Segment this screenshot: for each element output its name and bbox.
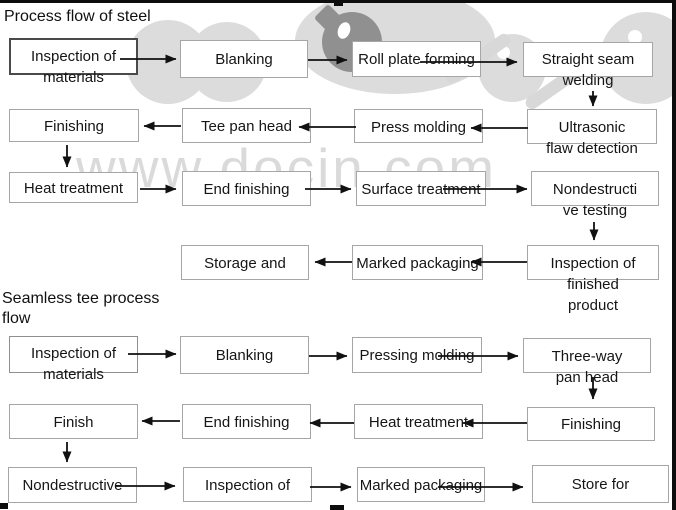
page-edge-bottom-mid-tick	[330, 505, 344, 510]
section2-title: Seamless tee process flow	[2, 290, 160, 327]
s1-box-ultrasonic-flaw-detection: Ultrasonic flaw detection	[527, 109, 657, 157]
page-edge-right	[672, 0, 676, 510]
s1-box-surface-treatment: Surface treatment	[356, 171, 486, 206]
s1-box-roll-plate-forming: Roll plate forming	[352, 41, 481, 77]
page-edge-top-notch	[334, 0, 343, 6]
s1-box-straight-seam-welding: Straight seam welding	[523, 42, 653, 89]
s1-box-inspection-of-finished-product: Inspection of finished product	[527, 245, 659, 314]
page-edge-bottom-left-tick	[0, 503, 8, 509]
s2-box-finishing: Finishing	[527, 407, 655, 441]
s2-box-end-finishing: End finishing	[182, 404, 311, 439]
s1-box-marked-packaging: Marked packaging	[352, 245, 483, 280]
s2-box-heat-treatment: Heat treatment	[354, 404, 483, 439]
s1-box-inspection-of-materials: Inspection of materials	[9, 38, 138, 86]
watermark-circle-highlight	[628, 30, 642, 44]
s1-box-heat-treatment: Heat treatment	[9, 172, 138, 203]
s2-box-three-way-pan-head: Three-way pan head	[523, 338, 651, 386]
s1-box-finishing: Finishing	[9, 109, 139, 142]
s2-box-blanking: Blanking	[180, 336, 309, 374]
s1-box-tee-pan-head: Tee pan head	[182, 108, 311, 143]
s2-box-finish: Finish	[9, 404, 138, 439]
s1-box-blanking: Blanking	[180, 40, 308, 78]
section1-title: Process flow of steel	[4, 8, 151, 25]
s2-box-inspection-of: Inspection of	[183, 467, 312, 502]
s2-box-store-for: Store for	[532, 465, 669, 503]
s1-box-end-finishing: End finishing	[182, 171, 311, 206]
s2-box-inspection-of-materials: Inspection of materials	[9, 336, 138, 383]
s1-box-nondestructive-testing: Nondestructi ve testing	[531, 171, 659, 219]
s2-box-marked-packaging: Marked packaging	[357, 467, 485, 502]
s1-box-press-molding: Press molding	[354, 109, 483, 143]
s2-box-nondestructive: Nondestructive	[8, 467, 137, 503]
s1-box-storage-and: Storage and	[181, 245, 309, 280]
